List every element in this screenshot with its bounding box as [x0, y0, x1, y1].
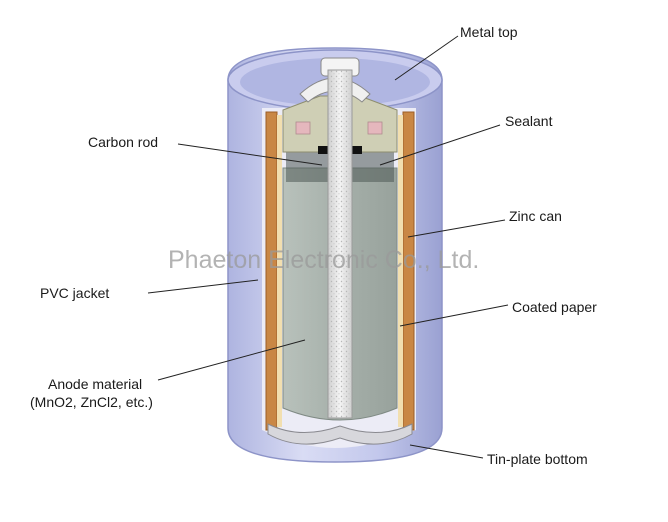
label-zinc-can: Zinc can	[509, 208, 562, 224]
label-tin-plate-bottom: Tin-plate bottom	[487, 451, 588, 467]
label-carbon-rod: Carbon rod	[88, 134, 159, 150]
leader-anode	[157, 339, 306, 381]
coated-paper-left	[277, 115, 282, 427]
label-sealant: Sealant	[505, 113, 553, 129]
leader-pvc-jacket	[147, 279, 259, 294]
leader-carbon-rod	[177, 143, 323, 166]
leader-coated-paper	[399, 304, 509, 327]
leader-metal-top	[394, 35, 459, 81]
label-anode-line1: Anode material	[48, 376, 143, 392]
coated-paper-right	[398, 115, 403, 427]
leader-zinc-can	[407, 219, 506, 238]
label-metal-top: Metal top	[460, 24, 518, 40]
leader-sealant	[379, 124, 501, 166]
label-pvc-jacket: PVC jacket	[40, 285, 110, 301]
leader-tin-plate	[409, 444, 484, 459]
label-coated-paper: Coated paper	[512, 299, 597, 315]
leader-lines	[147, 35, 509, 459]
cutaway-section	[262, 57, 416, 448]
tin-plate-bottom	[267, 423, 413, 445]
watermark: Phaeton Electronic Co., Ltd.	[168, 246, 480, 274]
label-anode-line2: (MnO2, ZnCl2, etc.)	[30, 394, 153, 410]
